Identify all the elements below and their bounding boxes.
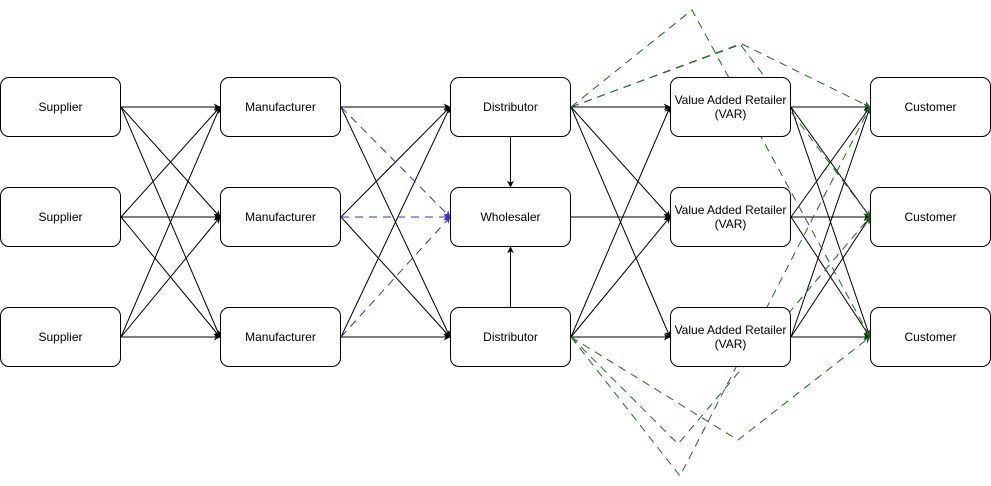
- supplier-node-1[interactable]: Supplier: [0, 77, 121, 137]
- customer-node-3[interactable]: Customer: [870, 307, 991, 367]
- connector-supplier-3-to-manufacturer-2: [120, 216, 221, 338]
- connector-manufacturer-2-to-distributor-2: [340, 216, 451, 338]
- connector-supplier-3-to-manufacturer-1: [120, 106, 221, 338]
- connector-manufacturer-3-to-distributor-1: [340, 106, 451, 338]
- dashed-bypass-distributor-1-to-customer-3: [570, 9, 871, 338]
- manufacturer-node-2[interactable]: Manufacturer: [220, 187, 341, 247]
- var-node-2[interactable]: Value Added Retailer (VAR): [670, 187, 791, 247]
- var-node-1[interactable]: Value Added Retailer (VAR): [670, 77, 791, 137]
- dashed-bypass-distributor-2-to-customer-1: [570, 106, 871, 477]
- connector-var-3-to-customer-1: [790, 106, 872, 338]
- manufacturer-node-1[interactable]: Manufacturer: [220, 77, 341, 137]
- connector-distributor-1-to-var-2: [570, 106, 671, 218]
- connector-var-3-to-customer-2: [790, 216, 871, 338]
- customer-node-1[interactable]: Customer: [870, 77, 991, 137]
- connector-supplier-2-to-manufacturer-1: [120, 106, 221, 218]
- distributor-node-2[interactable]: Distributor: [450, 307, 571, 367]
- connector-layer: [120, 9, 872, 477]
- dashed-bypass-distributor-2-to-customer-3: [570, 336, 871, 441]
- supplier-node-2[interactable]: Supplier: [0, 187, 121, 247]
- customer-node-2[interactable]: Customer: [870, 187, 991, 247]
- wholesaler-node[interactable]: Wholesaler: [450, 187, 571, 247]
- dashed-bypass-distributor-1-to-customer-2: [570, 43, 871, 218]
- supplier-node-3[interactable]: Supplier: [0, 307, 121, 367]
- var-node-3[interactable]: Value Added Retailer (VAR): [670, 307, 791, 367]
- connector-distributor-2-to-var-2: [570, 216, 671, 338]
- dashed-connector-manufacturer-1-to-wholesaler: [340, 106, 451, 218]
- connector-distributor-2-to-var-1: [570, 106, 671, 338]
- connector-var-2-to-customer-1: [790, 106, 871, 218]
- distributor-node-1[interactable]: Distributor: [450, 77, 571, 137]
- manufacturer-node-3[interactable]: Manufacturer: [220, 307, 341, 367]
